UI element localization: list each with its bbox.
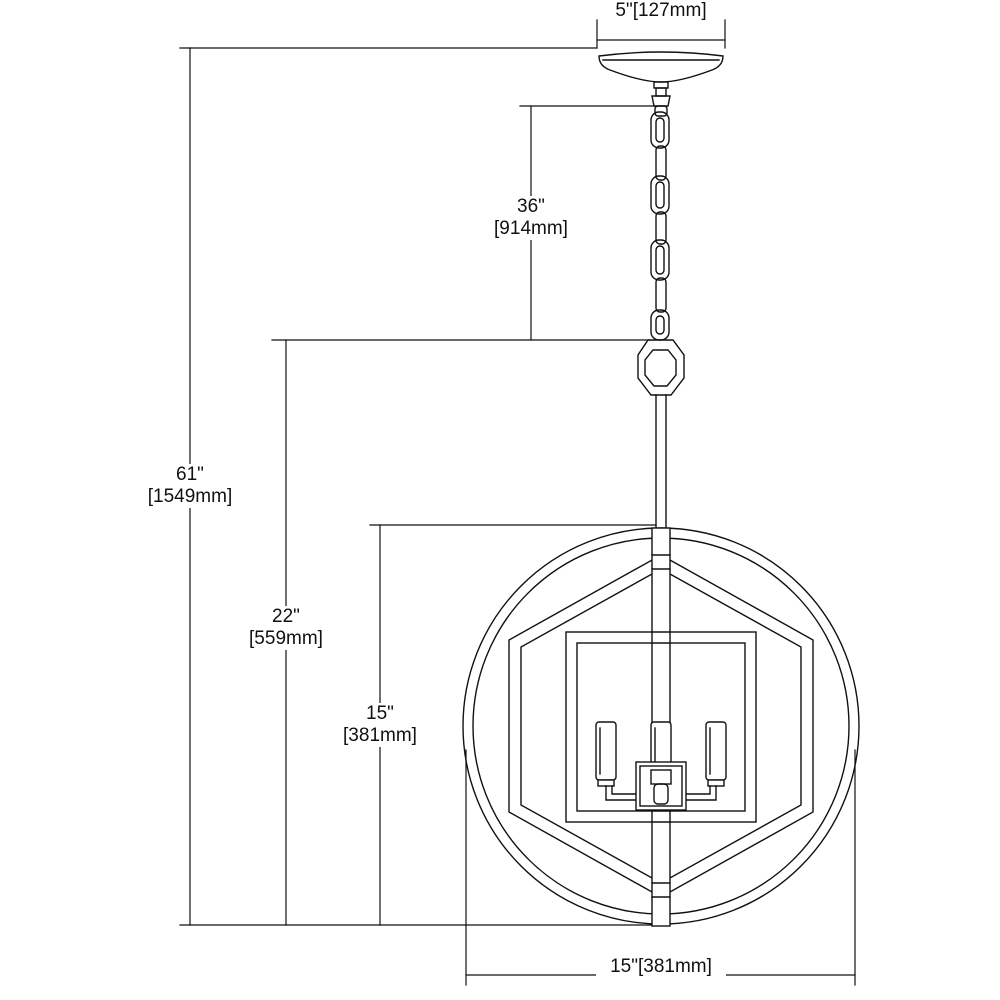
overall-height-label: 61" [1549mm] xyxy=(133,464,247,508)
dimension-lines xyxy=(179,19,856,986)
candle-lights xyxy=(595,721,727,811)
fixture-width-label: 15"[381mm] xyxy=(596,956,726,978)
chain-length-imperial: 36" xyxy=(517,196,545,217)
chain-length-metric: [914mm] xyxy=(494,218,568,239)
fixture-width-imperial: 15" xyxy=(610,956,638,977)
stem xyxy=(655,394,667,529)
canopy-width-metric: [127mm] xyxy=(632,0,707,21)
fixture-height-imperial: 15" xyxy=(366,703,394,724)
fixture-height-metric: [381mm] xyxy=(343,725,417,746)
canopy-width-text: 5"[127mm] xyxy=(602,0,720,22)
fixture-with-stem-label: 22" [559mm] xyxy=(236,606,336,650)
fixture-with-stem-metric: [559mm] xyxy=(249,628,323,649)
chain xyxy=(650,105,670,341)
canopy-width-imperial: 5" xyxy=(615,0,633,21)
fixture-height-label: 15" [381mm] xyxy=(330,703,430,747)
hex-loop xyxy=(637,339,685,396)
canopy-width-label: 5"[127mm] xyxy=(602,0,720,22)
fixture-width-text: 15"[381mm] xyxy=(596,956,726,978)
fixture-width-metric: [381mm] xyxy=(637,956,712,977)
overall-height-imperial: 61" xyxy=(176,464,204,485)
overall-height-metric: [1549mm] xyxy=(147,486,233,507)
fixture-with-stem-imperial: 22" xyxy=(272,606,300,627)
chain-length-label: 36" [914mm] xyxy=(481,196,581,240)
canopy xyxy=(598,51,724,107)
